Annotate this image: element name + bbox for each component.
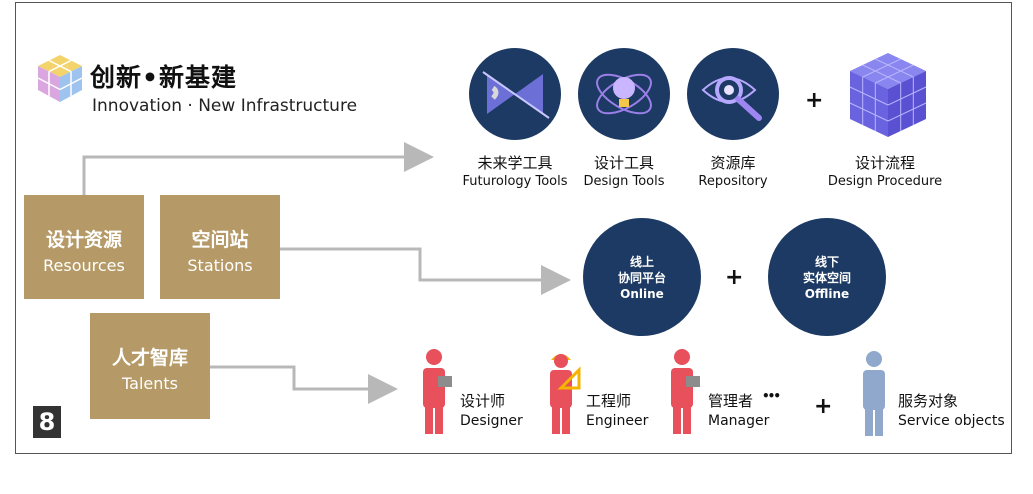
design-resources-en: Resources <box>43 256 125 275</box>
design-procedure-en: Design Procedure <box>827 174 943 189</box>
repository-cn: 资源库 <box>710 154 756 172</box>
title-english: Innovation · New Infrastructure <box>92 96 358 116</box>
offline-line2: 实体空间 <box>802 271 851 285</box>
talents-cn: 人才智库 <box>111 347 188 369</box>
engineer-person-icon <box>550 354 581 434</box>
plus-roles: + <box>814 394 833 419</box>
talents-en: Talents <box>122 374 178 393</box>
design-procedure-label: 设计流程 Design Procedure <box>820 152 950 189</box>
online-en: Online <box>620 287 664 301</box>
repository-en: Repository <box>698 174 768 189</box>
plus-tools: + <box>805 88 824 113</box>
service-object-person-icon <box>863 351 885 436</box>
engineer-cn: 工程师 <box>586 392 632 410</box>
ellipsis: ••• <box>762 389 781 403</box>
offline-line1: 线下 <box>814 255 839 269</box>
service-objects-cn: 服务对象 <box>898 392 959 410</box>
design-procedure-cn: 设计流程 <box>854 154 915 172</box>
futurology-cn: 未来学工具 <box>477 154 553 172</box>
futurology-label: 未来学工具 Futurology Tools <box>455 152 575 189</box>
designer-en: Designer <box>460 413 523 429</box>
manager-person-icon <box>671 349 700 434</box>
service-objects-label: 服务对象 Service objects <box>898 390 1005 429</box>
offline-space-circle: 线下 实体空间 Offline <box>768 218 886 336</box>
cube-icon <box>849 53 927 137</box>
repository-circle <box>687 48 779 140</box>
design-resources-cn: 设计资源 <box>45 229 122 251</box>
repository-label: 资源库 Repository <box>683 152 783 189</box>
manager-en: Manager <box>708 413 770 429</box>
futurology-icon <box>482 71 550 119</box>
online-platform-circle: 线上 协同平台 Online <box>583 218 701 336</box>
title-chinese: 创新•新基建 <box>90 63 237 92</box>
logo-cube-icon <box>37 55 83 102</box>
futurology-en: Futurology Tools <box>462 174 568 189</box>
engineer-label: 工程师 Engineer <box>586 390 648 429</box>
repository-icon <box>701 76 762 121</box>
designer-cn: 设计师 <box>460 392 506 410</box>
stations-en: Stations <box>187 256 253 275</box>
manager-label: 管理者 Manager <box>708 390 769 429</box>
manager-cn: 管理者 <box>708 392 754 410</box>
talents-box: 人才智库 Talents <box>90 313 210 419</box>
stations-box: 空间站 Stations <box>160 195 280 299</box>
arrow-to-tools <box>82 142 434 195</box>
design-tools-circle <box>578 48 670 140</box>
arrow-to-platforms <box>280 247 571 295</box>
design-tools-en: Design Tools <box>583 174 665 189</box>
figure-number-badge: 8 <box>33 406 61 438</box>
design-tools-icon <box>596 73 652 115</box>
design-tools-cn: 设计工具 <box>593 154 654 172</box>
arrow-to-roles <box>210 365 398 404</box>
plus-platforms: + <box>725 265 744 290</box>
online-line1: 线上 <box>629 255 654 269</box>
design-resources-box: 设计资源 Resources <box>24 195 144 299</box>
designer-person-icon <box>423 349 452 434</box>
stations-cn: 空间站 <box>191 229 249 251</box>
engineer-en: Engineer <box>586 413 649 429</box>
design-tools-label: 设计工具 Design Tools <box>574 152 674 189</box>
offline-en: Offline <box>804 287 850 301</box>
designer-label: 设计师 Designer <box>460 390 523 429</box>
futurology-tools-circle <box>469 48 561 140</box>
service-objects-en: Service objects <box>898 413 1005 429</box>
online-line2: 协同平台 <box>617 271 666 285</box>
